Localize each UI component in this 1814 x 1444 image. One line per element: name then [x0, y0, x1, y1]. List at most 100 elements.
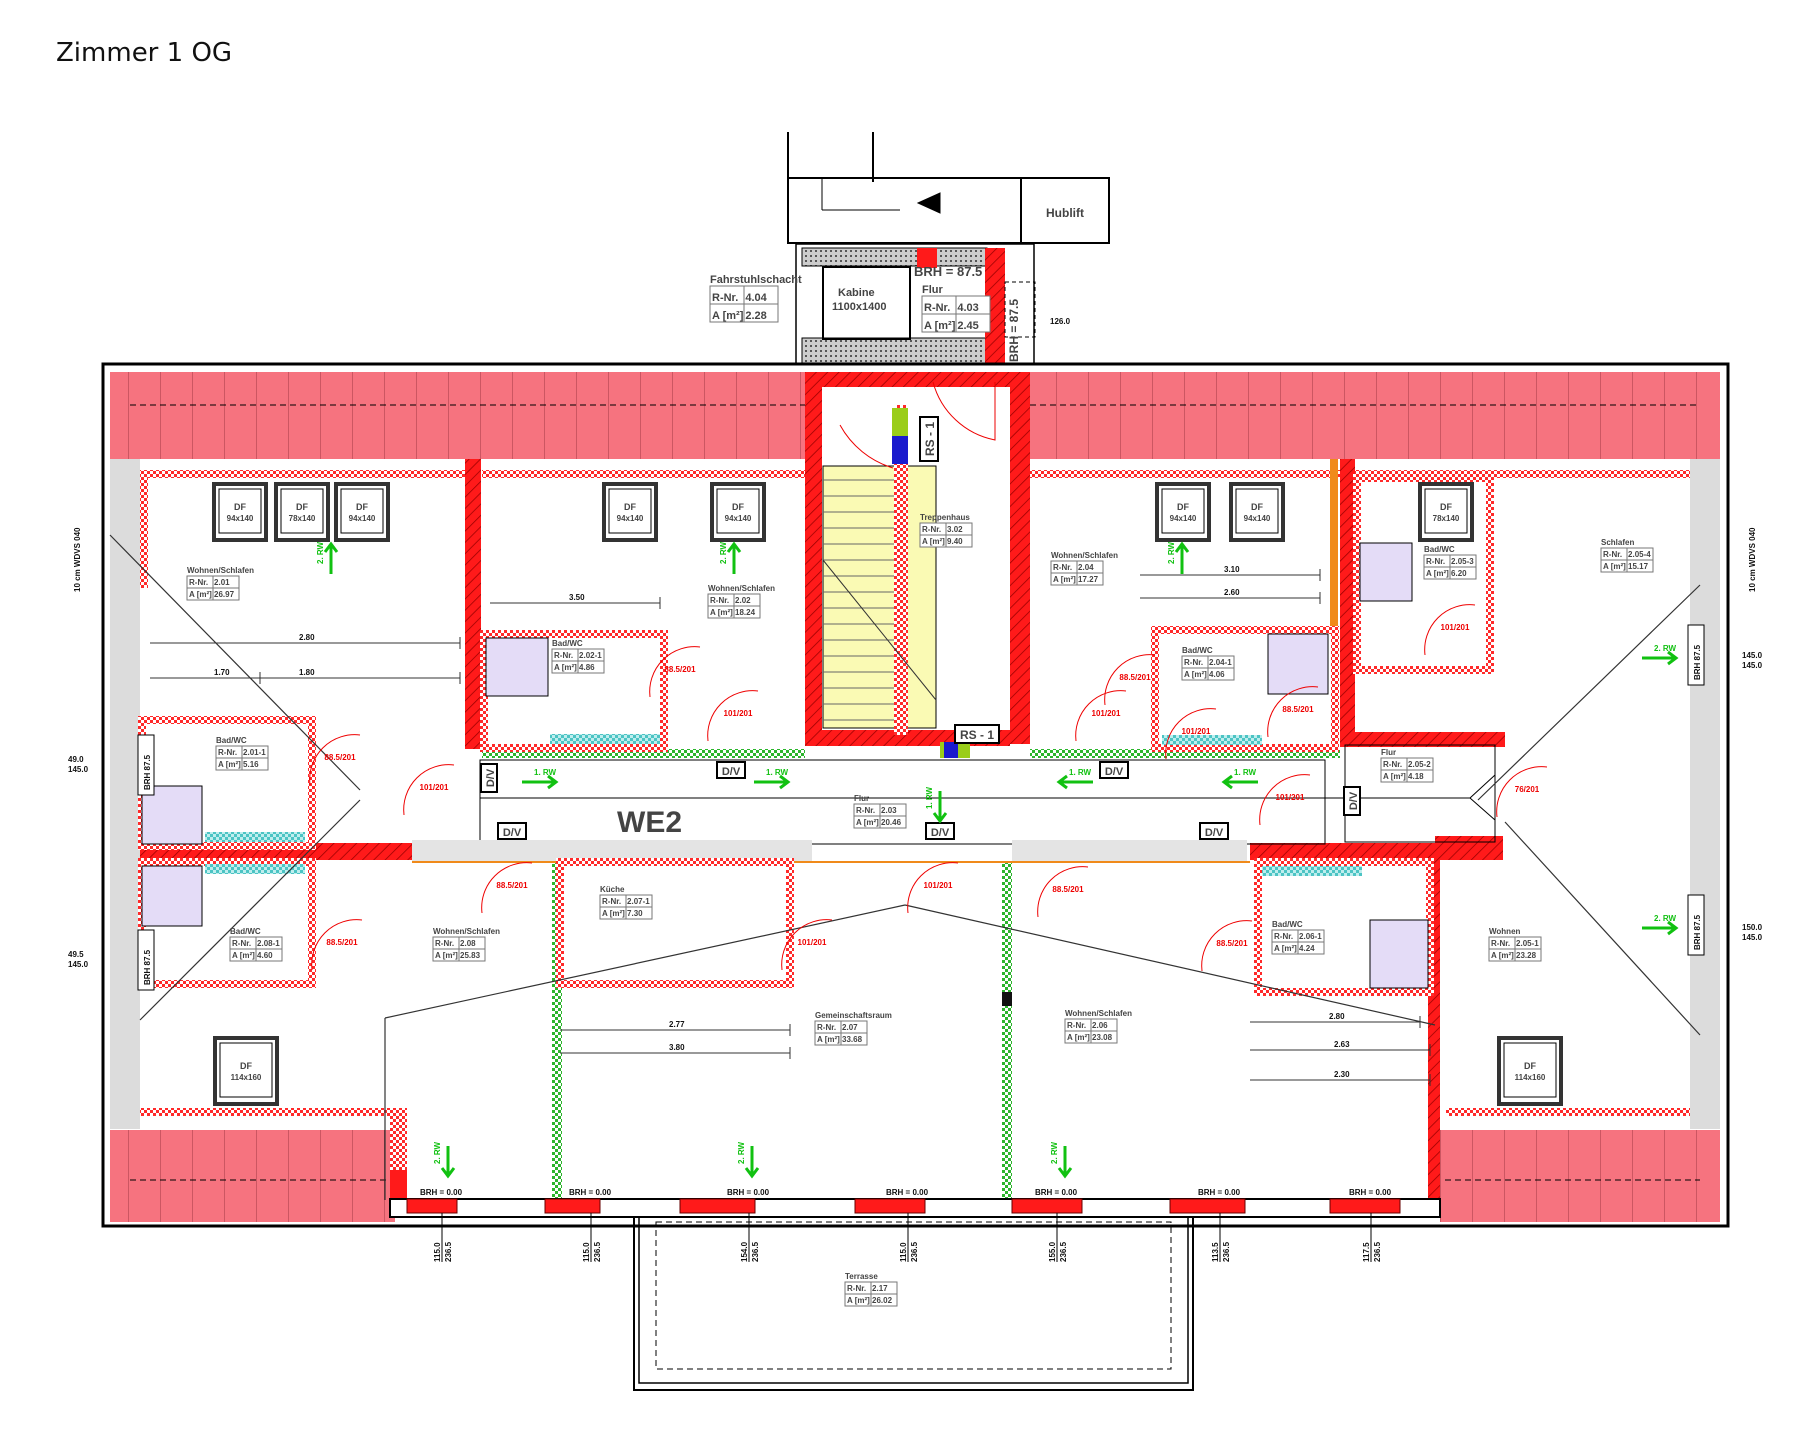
roof-lines	[109, 534, 1701, 1200]
escape-route-arrow: 2. RW	[1642, 644, 1679, 666]
sill-total: 236.5	[751, 1241, 760, 1262]
terrace	[633, 1216, 1194, 1391]
sill-height: 155.0	[1048, 1241, 1057, 1262]
window-size: 78x140	[289, 514, 316, 523]
room-number-label: R-Nr.	[856, 806, 875, 815]
door-size: 88.5/201	[324, 753, 356, 762]
window-type: DF	[1251, 502, 1263, 512]
door-size-label: 88.5/201	[311, 919, 363, 971]
room-number: 2.05-3	[1451, 557, 1474, 566]
room-name: Bad/WC	[1272, 920, 1303, 929]
sill-total: 236.5	[444, 1241, 453, 1262]
room-name: Bad/WC	[216, 736, 247, 745]
room-number: 2.05-4	[1628, 550, 1651, 559]
door-size: 101/201	[1092, 709, 1121, 718]
corridor	[412, 744, 1496, 863]
smoke-detector-tag: RS - 1	[954, 724, 1000, 744]
door-size-label: 101/201	[781, 919, 833, 971]
dimension-line: 3.50	[490, 593, 661, 609]
room-number-label: R-Nr.	[922, 525, 941, 534]
brh-bottom-label: BRH = 0.00	[569, 1188, 612, 1197]
room-area-label: A [m²]	[922, 537, 945, 546]
room-number-label: R-Nr.	[232, 939, 251, 948]
sill-height: 113.5	[1211, 1242, 1220, 1262]
dv-label: D/V	[722, 766, 741, 778]
dimension-line: 2.80	[1250, 1012, 1421, 1028]
room-label: Bad/WCR-Nr.2.01-1A [m²]5.16	[215, 736, 269, 771]
room-number-label: R-Nr.	[435, 939, 454, 948]
window-height: 145.0	[68, 765, 89, 774]
room-number-label: R-Nr.	[710, 596, 729, 605]
escape-route-label: 2. RW	[1654, 914, 1677, 923]
brh-bottom-label: BRH = 0.00	[1198, 1188, 1241, 1197]
room-number: 2.06	[1092, 1021, 1108, 1030]
room-number: 2.03	[881, 806, 897, 815]
elevator-dim: 126.0	[1050, 317, 1071, 326]
room-area: 23.08	[1092, 1033, 1113, 1042]
window-height: 145.0	[1742, 933, 1763, 942]
dimension-value: 2.60	[1224, 588, 1240, 597]
escape-route-arrow: 2. RW	[719, 541, 742, 574]
door-size: 101/201	[798, 938, 827, 947]
escape-route-label: 2. RW	[433, 1141, 442, 1164]
room-label: Bad/WCR-Nr.2.08-1A [m²]4.60	[229, 927, 283, 962]
room-area-label: A [m²]	[602, 909, 625, 918]
room-number-label: R-Nr.	[1184, 658, 1203, 667]
insulation-label-right: 10 cm WDVS 040	[1748, 527, 1757, 592]
door-size: 101/201	[724, 709, 753, 718]
escape-route-label: 2. RW	[316, 541, 325, 564]
escape-route-label: 2. RW	[1050, 1141, 1059, 1164]
dv-tag: D/V	[1343, 786, 1361, 816]
sill-total: 236.5	[1059, 1241, 1068, 1262]
dv-tag: D/V	[497, 822, 527, 840]
room-area: 9.40	[947, 537, 963, 546]
room-name: Wohnen/Schlafen	[708, 584, 775, 593]
room-name: Wohnen/Schlafen	[1065, 1009, 1132, 1018]
sill-total: 236.5	[1222, 1241, 1231, 1262]
door-size-label: 101/201	[403, 764, 455, 816]
window-type: DF	[356, 502, 368, 512]
insulation-strips	[140, 470, 1690, 1200]
room-number-label: R-Nr.	[712, 292, 738, 304]
door-size: 101/201	[1182, 727, 1211, 736]
door-size-label: 88.5/201	[1267, 686, 1319, 738]
room-area-label: A [m²]	[218, 760, 241, 769]
room-number-label: R-Nr.	[1426, 557, 1445, 566]
window-sill-height: 49.5	[68, 950, 84, 959]
window-type: DF	[1177, 502, 1189, 512]
door-size: 101/201	[420, 783, 449, 792]
escape-route-arrow: 2. RW	[1050, 1141, 1073, 1179]
room-area-label: A [m²]	[435, 951, 458, 960]
door-size: 88.5/201	[1216, 939, 1248, 948]
dimension-value: 3.10	[1224, 565, 1240, 574]
door-size: 88.5/201	[496, 881, 528, 890]
window-size: 94x140	[725, 514, 752, 523]
door-size: 76/201	[1515, 785, 1540, 794]
insulation-label-left: 10 cm WDVS 040	[73, 527, 82, 592]
dv-label: D/V	[485, 768, 497, 787]
staircase	[822, 381, 996, 758]
dimension-value: 1.80	[299, 668, 315, 677]
room-number-label: R-Nr.	[554, 651, 573, 660]
room-area: 7.30	[627, 909, 643, 918]
window-sill-height: 150.0	[1742, 923, 1763, 932]
room-area: 23.28	[1516, 951, 1537, 960]
room-number-label: R-Nr.	[1383, 760, 1402, 769]
room-name: Wohnen/Schlafen	[187, 566, 254, 575]
room-area: 18.24	[735, 608, 756, 617]
sill-height: 115.0	[433, 1242, 442, 1262]
window-height: 145.0	[68, 960, 89, 969]
dv-label: D/V	[1205, 827, 1224, 839]
room-area: 2.28	[745, 310, 766, 322]
